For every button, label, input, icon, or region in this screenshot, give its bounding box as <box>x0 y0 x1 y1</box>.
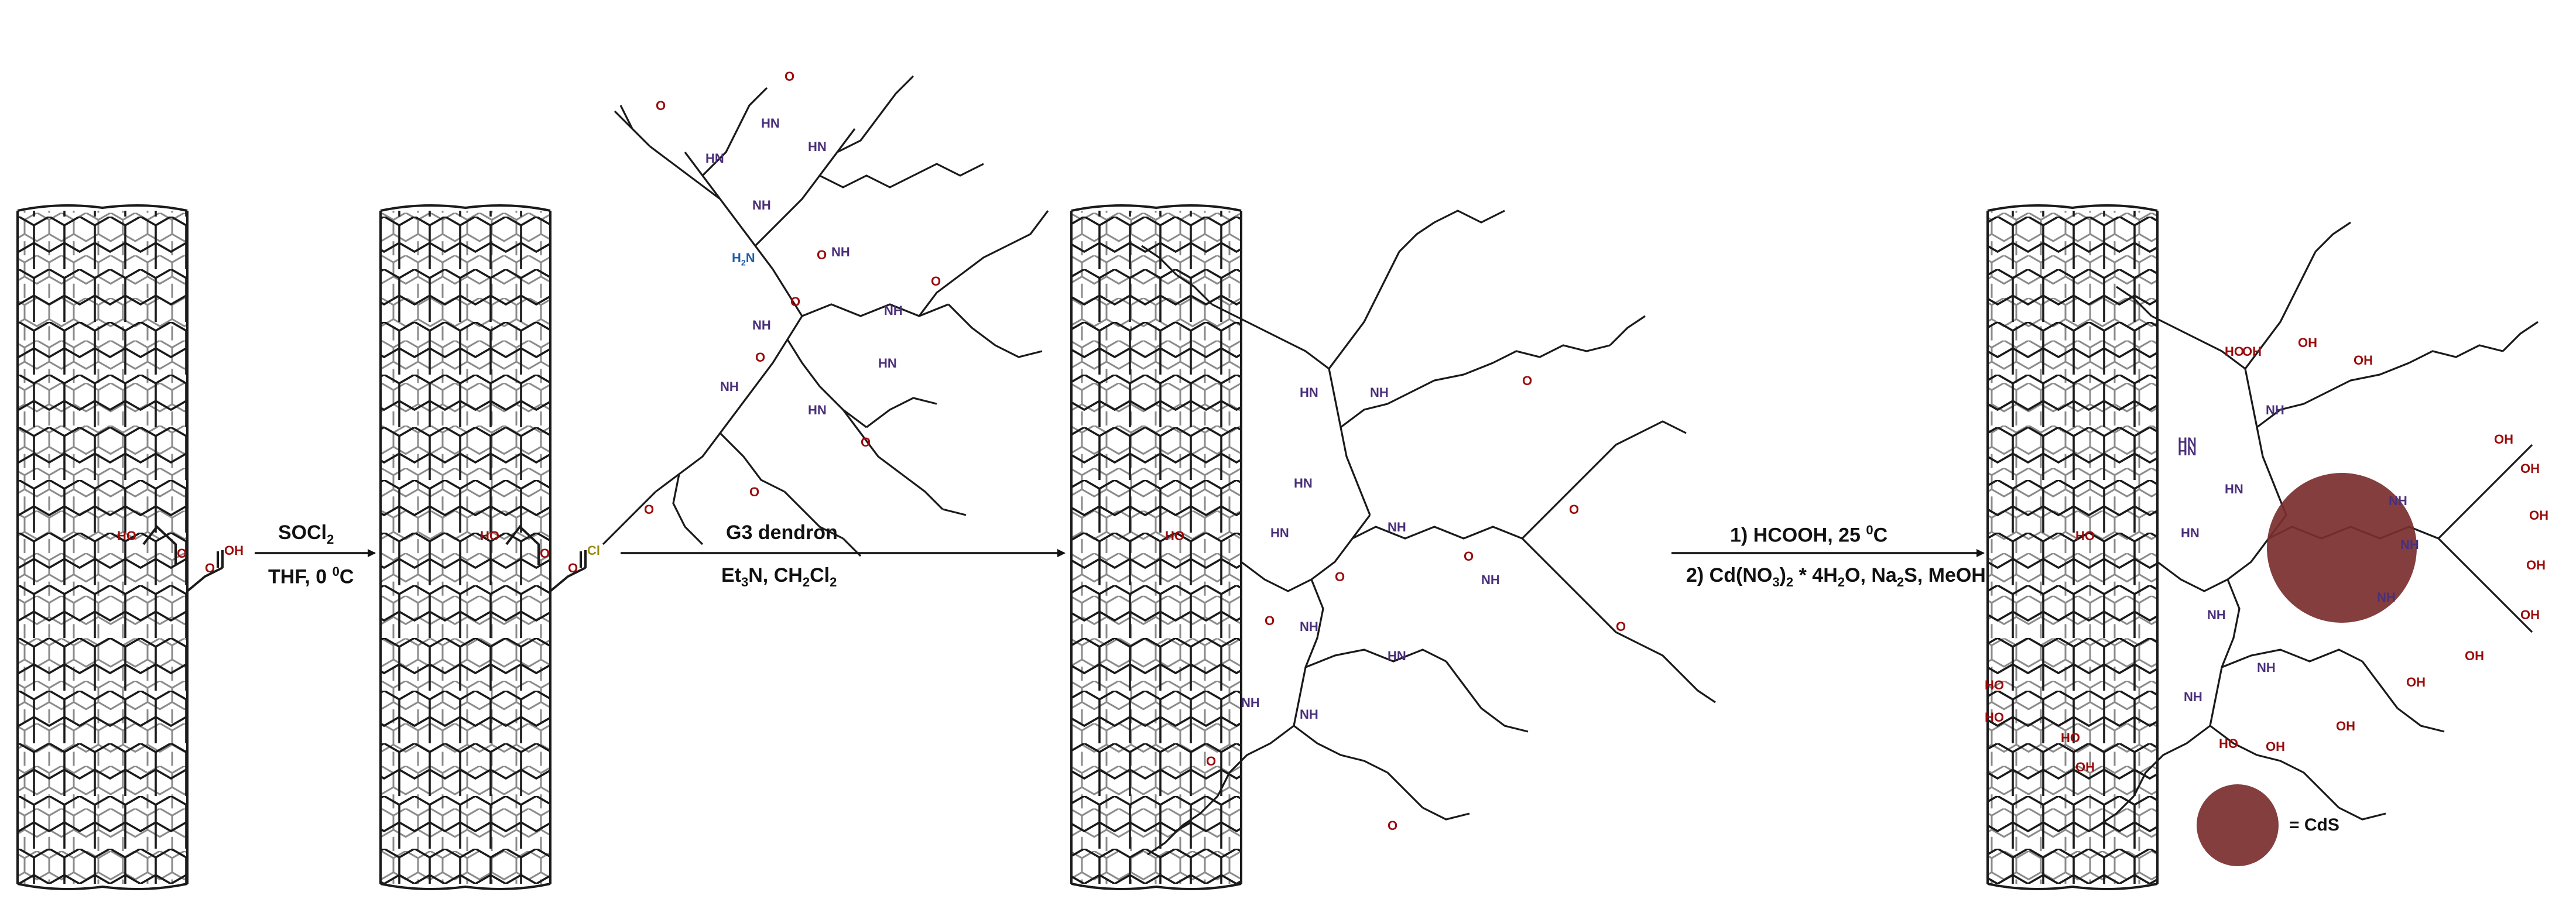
atom-hn-dendron-2: HN <box>761 116 780 131</box>
atom-oh-nt4-7: OH <box>2526 558 2546 572</box>
atom-hn-nt4-4: HN <box>2178 444 2197 458</box>
atom-ho-nt2: HO <box>480 529 499 543</box>
atom-nh-dendron-1: NH <box>752 198 771 212</box>
atom-o-nt1: O <box>177 546 187 561</box>
atom-o-dendron-5: O <box>861 435 871 450</box>
atom-o-dendron-1: O <box>790 294 801 309</box>
atom-o-nt3-4: O <box>1569 502 1580 517</box>
nanotube-4 <box>1986 204 2159 890</box>
nanotube-2 <box>379 204 587 890</box>
atom-o-dendron-4: O <box>931 274 941 289</box>
atom-o-nt3-6: O <box>1616 619 1626 634</box>
atom-nh-nt3-5: NH <box>1300 707 1318 722</box>
step3-line2: 2) Cd(NO3)2 * 4H2O, Na2S, MeOH <box>1686 564 1986 589</box>
atom-oh-nt4-2: OH <box>2298 335 2317 350</box>
atom-hn-dendron-1: HN <box>705 151 724 166</box>
atom-nh-nt4-5: NH <box>2389 493 2407 508</box>
atom-h2n-dendron: H2N <box>732 251 755 267</box>
atom-oh-nt4-9: OH <box>2465 648 2484 663</box>
atom-o-nt3-2: O <box>1464 549 1474 564</box>
atom-nh-nt4-3: NH <box>2257 660 2276 675</box>
atom-o-nt3-8: O <box>1206 754 1217 768</box>
cds-nanoparticle <box>2267 473 2417 623</box>
atom-ho-nt4-3: HO <box>1985 678 2004 692</box>
atom-o-dendron-8: O <box>656 98 666 113</box>
atom-nh-nt4-7: NH <box>2377 590 2396 605</box>
atom-nh-nt3-6: NH <box>1370 385 1389 400</box>
atom-o-nt2-b: O <box>568 561 578 575</box>
atom-hn-nt4-1: HN <box>2178 435 2197 450</box>
step3-line1: 1) HCOOH, 25 0C <box>1730 523 1888 547</box>
atom-ho-nt4: HO <box>2075 529 2095 543</box>
atom-hn-nt3-2: HN <box>1294 476 1313 490</box>
atom-o-dendron-3: O <box>755 350 766 365</box>
atom-o-nt3-1: O <box>1335 569 1345 584</box>
atom-nh-dendron-5: NH <box>720 379 739 394</box>
atom-o-dendron-2: O <box>817 248 827 262</box>
atom-nh-nt3-3: NH <box>1300 619 1318 634</box>
atom-oh-nt4-10: OH <box>2406 675 2426 689</box>
atom-hn-dendron-4: HN <box>808 403 827 417</box>
atom-hn-nt3-4: HN <box>1388 648 1406 663</box>
atom-o-dendron-6: O <box>644 502 655 517</box>
step1-reagent: SOCl2 <box>278 521 334 547</box>
cds-legend-icon <box>2197 784 2279 866</box>
atom-oh-nt4-13: OH <box>2075 760 2095 774</box>
atom-ho-nt1: HO <box>117 529 136 543</box>
atom-nh-nt3-1: NH <box>1388 520 1406 534</box>
atom-o-nt3-3: O <box>1265 613 1275 628</box>
atom-oh-nt4-5: OH <box>2520 461 2540 476</box>
atom-ho-nt4-6: HO <box>2219 736 2238 751</box>
atom-hn-dendron-3: HN <box>808 139 827 154</box>
atom-nh-nt3-4: NH <box>1241 695 1260 710</box>
atom-o-nt2: O <box>540 546 550 561</box>
atom-oh-nt4-12: OH <box>2266 739 2285 754</box>
atom-hn-nt3-3: HN <box>1270 526 1289 540</box>
g3-dendron-structure <box>602 75 1049 557</box>
atom-oh-nt4-6: OH <box>2529 508 2548 523</box>
atom-ho-nt3: HO <box>1165 529 1184 543</box>
nanotube-3 <box>1070 204 1242 890</box>
atom-nh-nt3-2: NH <box>1481 572 1500 587</box>
dendron-on-nanotube-3 <box>1141 210 1716 856</box>
atom-hn-nt4-2: HN <box>2181 526 2200 540</box>
atom-nh-dendron-3: NH <box>884 303 903 318</box>
atom-o-nt1-b: O <box>205 561 215 575</box>
atom-nh-nt4-1: NH <box>2266 403 2284 417</box>
atom-oh-nt4-3: OH <box>2354 353 2373 368</box>
atom-nh-dendron-2: NH <box>831 245 850 259</box>
nanotube-1 <box>16 204 224 890</box>
atom-oh-nt4-4: OH <box>2494 432 2513 447</box>
atom-o-dendron-7: O <box>749 485 760 499</box>
atom-nh-nt4-6: NH <box>2400 537 2419 552</box>
atom-oh-nt1: OH <box>224 543 244 558</box>
atom-nh-dendron-4: NH <box>752 318 771 332</box>
atom-hn-nt3-1: HN <box>1300 385 1318 400</box>
step2-reagent: G3 dendron <box>726 521 838 544</box>
atom-ho-nt4-4: HO <box>1985 710 2004 725</box>
atom-o-nt3-7: O <box>1388 818 1398 833</box>
atom-ho-nt4-2: HO <box>2225 344 2244 359</box>
atom-hn-dendron-5: HN <box>878 356 897 370</box>
atom-nh-nt4-2: NH <box>2207 608 2226 622</box>
step1-condition: THF, 0 0C <box>268 564 354 588</box>
atom-oh-nt4-8: OH <box>2520 608 2540 622</box>
atom-nh-nt4-4: NH <box>2184 689 2202 704</box>
atom-oh-nt4-1: OH <box>2242 344 2262 359</box>
atom-oh-nt4-11: OH <box>2336 719 2355 733</box>
atom-hn-nt4-3: HN <box>2225 482 2243 496</box>
step2-condition: Et3N, CH2Cl2 <box>721 564 837 589</box>
atom-o-dendron-9: O <box>785 69 795 84</box>
atom-ho-nt4-5: HO <box>2061 730 2080 745</box>
cds-legend-label: = CdS <box>2289 815 2339 835</box>
atom-o-nt3-5: O <box>1522 373 1533 388</box>
atom-cl-nt2: Cl <box>587 543 600 558</box>
